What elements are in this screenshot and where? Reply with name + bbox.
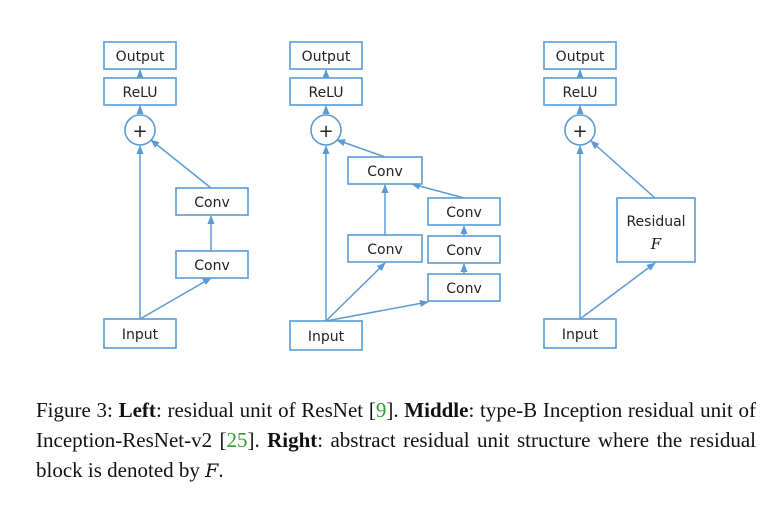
relu-label: ReLU — [122, 85, 157, 101]
conv-box-branch2-bottom — [427, 273, 501, 302]
input-box — [289, 320, 363, 351]
input-label: Input — [122, 327, 159, 343]
output-label: Output — [302, 49, 351, 65]
plus-icon: + — [572, 121, 587, 142]
edge-branch2-top-to-merge — [411, 182, 465, 199]
relu-box — [543, 77, 617, 106]
figure-label: Figure 3: — [36, 398, 113, 422]
conv-label-top: Conv — [194, 195, 230, 211]
edge-conv-to-plus — [150, 139, 212, 189]
conv-box-branch2-top — [427, 197, 501, 226]
output-box — [543, 41, 617, 70]
edge-input-to-conv-branch1 — [325, 262, 386, 322]
relu-box — [103, 77, 177, 106]
output-label: Output — [116, 49, 165, 65]
caption-right-term: Right — [267, 428, 318, 452]
caption-after-ref1: ]. — [386, 398, 405, 422]
conv-label-bottom: Conv — [194, 258, 230, 274]
residual-symbol: F — [650, 235, 662, 253]
relu-label: ReLU — [308, 85, 343, 101]
conv-label-branch2-top: Conv — [446, 205, 482, 221]
conv-box-top — [175, 187, 249, 216]
reference-link-25[interactable]: 25 — [226, 428, 248, 452]
figure-caption: Figure 3: Left: residual unit of ResNet … — [36, 395, 756, 486]
conv-box-merge — [347, 156, 423, 185]
edge-residual-to-plus — [590, 140, 656, 199]
caption-right-text: : abstract residual unit structure where… — [36, 428, 756, 482]
edge-input-to-conv-branch2 — [325, 299, 429, 322]
input-label: Input — [562, 327, 599, 343]
conv-box-branch1 — [347, 234, 423, 263]
edge-input-to-residual — [579, 262, 656, 320]
plus-icon: + — [132, 121, 147, 142]
conv-label-branch2-mid: Conv — [446, 243, 482, 259]
addition-node — [310, 114, 342, 146]
plus-icon: + — [318, 121, 333, 142]
output-label: Output — [556, 49, 605, 65]
residual-units-diagram: Output ReLU + Conv Conv Input Output ReL… — [103, 41, 696, 351]
conv-label-branch2-bottom: Conv — [446, 281, 482, 297]
edge-merge-to-plus — [336, 139, 386, 158]
caption-symbol: F — [205, 460, 219, 482]
output-box — [103, 41, 177, 70]
left-residual-unit: Output ReLU + Conv Conv Input — [103, 41, 249, 349]
addition-node — [124, 114, 156, 146]
caption-middle-term: Middle — [404, 398, 469, 422]
input-box — [543, 318, 617, 349]
addition-node — [564, 114, 596, 146]
relu-box — [289, 77, 363, 106]
relu-label: ReLU — [562, 85, 597, 101]
conv-box-branch2-mid — [427, 235, 501, 264]
caption-left-text: : residual unit of ResNet [ — [155, 398, 376, 422]
edge-input-to-conv — [139, 277, 212, 320]
conv-label-merge: Conv — [367, 164, 403, 180]
input-box — [103, 318, 177, 349]
caption-after-ref2: ]. — [247, 428, 268, 452]
output-box — [289, 41, 363, 70]
input-label: Input — [308, 329, 345, 345]
reference-link-9[interactable]: 9 — [375, 398, 387, 422]
conv-label-branch1: Conv — [367, 242, 403, 258]
caption-end: . — [218, 458, 224, 482]
middle-residual-unit: Output ReLU + Conv Conv Conv Conv Conv I… — [289, 41, 501, 351]
caption-left-term: Left — [118, 398, 156, 422]
right-residual-unit: Output ReLU + Residual F Input — [543, 41, 696, 349]
conv-box-bottom — [175, 250, 249, 279]
residual-label: Residual — [626, 214, 685, 230]
residual-box — [616, 197, 696, 263]
caption-middle-text: : type-B Inception residual unit of Ince… — [36, 398, 756, 452]
